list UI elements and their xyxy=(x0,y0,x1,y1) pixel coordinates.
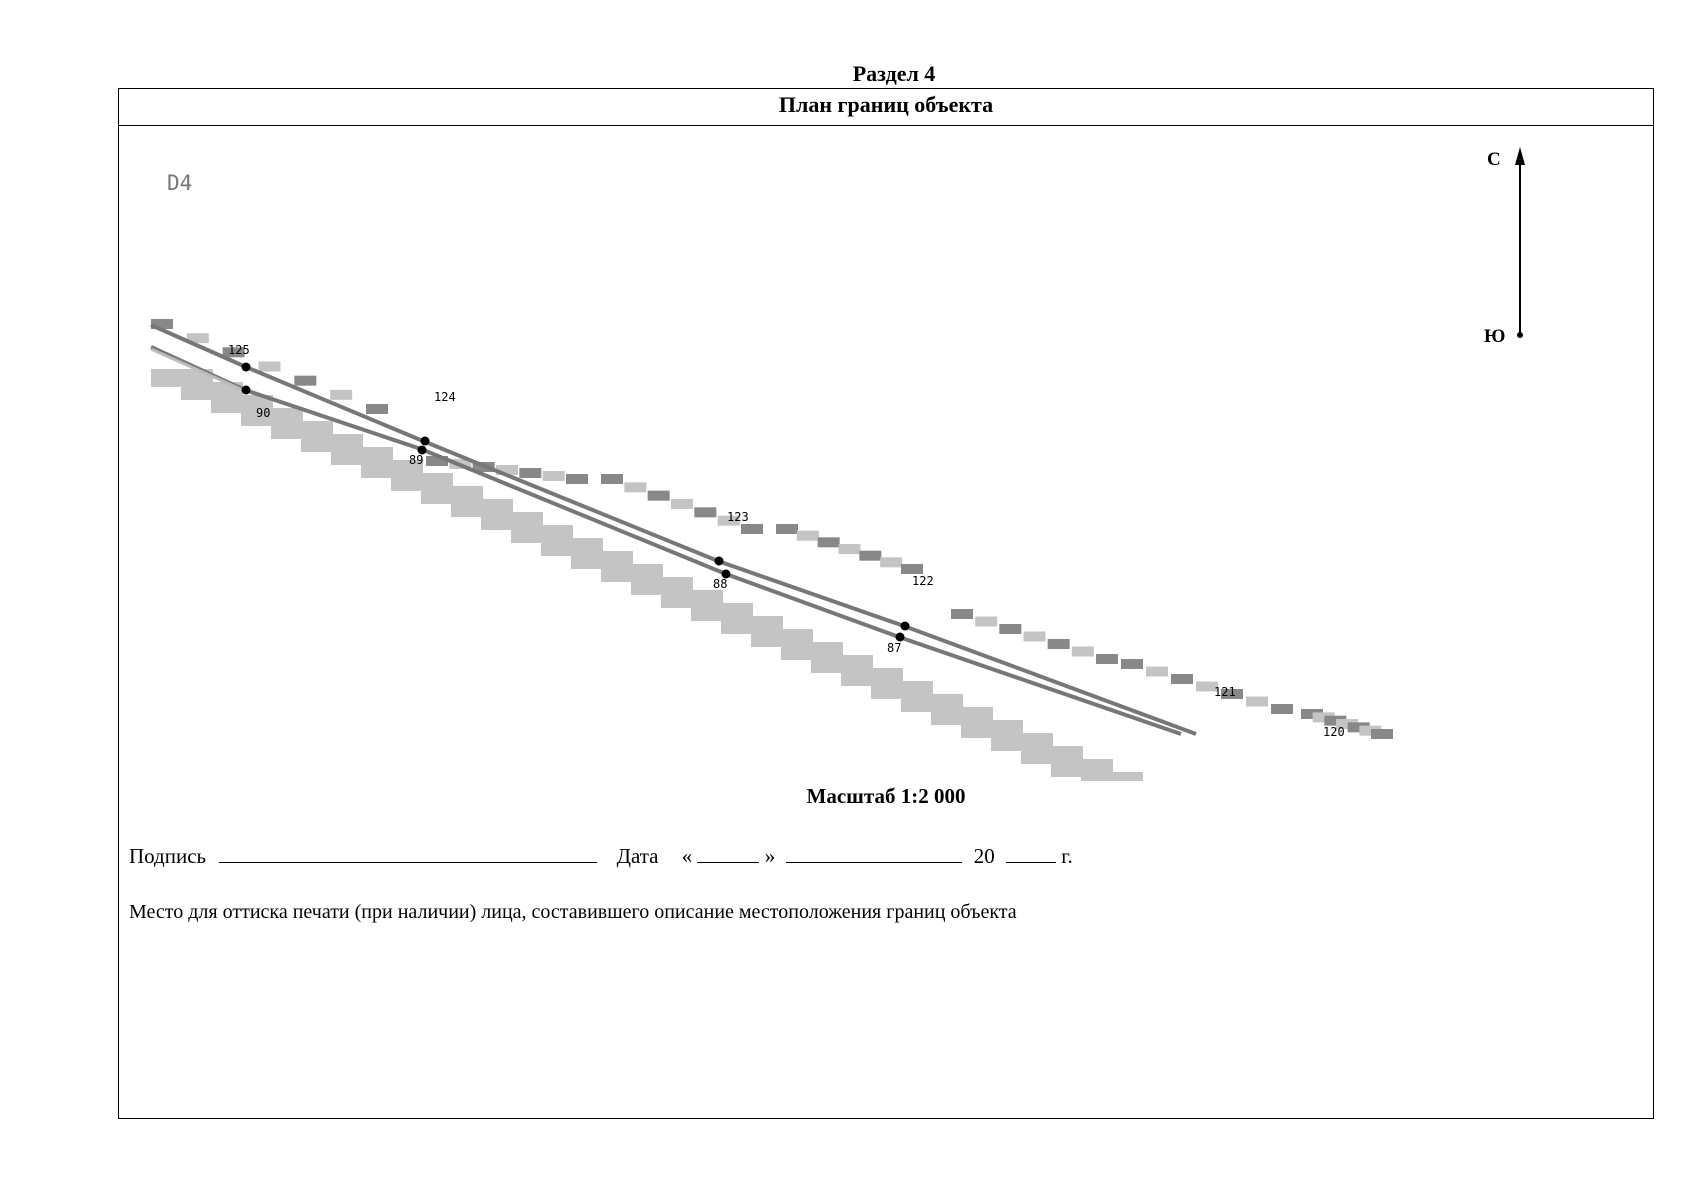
quote-close: » xyxy=(764,844,776,868)
point-label-120: 120 xyxy=(1323,725,1345,739)
parcel-strip-mark xyxy=(1246,696,1268,707)
parcel-strip-mark xyxy=(1301,709,1323,719)
parcel-strip-mark xyxy=(624,482,647,493)
parcel-strip-mark xyxy=(542,471,565,481)
boundary-line-extension xyxy=(150,347,246,393)
parcel-strip-mark xyxy=(1171,674,1193,684)
month-field[interactable] xyxy=(786,844,963,863)
boundary-point-90 xyxy=(241,385,251,395)
parcel-strip-mark xyxy=(1121,659,1143,669)
parcel-strip-mark xyxy=(186,333,209,344)
parcel-strip-mark xyxy=(1047,639,1070,649)
north-arrow-head xyxy=(1515,147,1525,165)
parcel-strip-mark xyxy=(426,456,448,466)
sheet-label: D4 xyxy=(167,171,193,195)
parcel-strip-mark xyxy=(1196,681,1218,692)
parcel-strip-mark xyxy=(1023,631,1046,642)
parcel-strip-mark xyxy=(694,507,717,518)
year-suffix: г. xyxy=(1061,844,1073,868)
point-label-88: 88 xyxy=(713,577,727,591)
parcel-strip-mark xyxy=(366,404,388,414)
boundary-point-123 xyxy=(714,556,724,566)
south-arrow-tail xyxy=(1517,332,1523,338)
boundary-point-122 xyxy=(900,621,910,631)
boundary-point-125 xyxy=(241,362,251,372)
plan-title: План границ объекта xyxy=(119,89,1653,126)
point-label-121: 121 xyxy=(1214,685,1236,699)
parcel-strip-mark xyxy=(817,537,840,548)
stamp-note: Место для оттиска печати (при наличии) л… xyxy=(129,901,1017,923)
signature-label: Подпись xyxy=(129,844,207,868)
point-label-87: 87 xyxy=(887,641,901,655)
point-label-122: 122 xyxy=(912,574,934,588)
parcel-strip-mark xyxy=(951,609,973,619)
year-prefix: 20 xyxy=(973,844,995,868)
date-label: Дата xyxy=(616,844,659,868)
boundary-point-88 xyxy=(721,569,731,579)
point-label-125: 125 xyxy=(228,343,250,357)
signature-row: Подпись Дата « » 20 г. xyxy=(129,844,1073,869)
parcel-strip-mark xyxy=(717,515,740,526)
point-label-90: 90 xyxy=(256,406,270,420)
boundary-point-87 xyxy=(895,632,905,642)
parcel-strip-mark xyxy=(1359,725,1382,736)
parcel-segment xyxy=(1081,772,1143,781)
parcel-strip-mark xyxy=(838,544,861,554)
compass-north-label: С xyxy=(1487,149,1501,170)
signature-field[interactable] xyxy=(219,844,598,863)
parcel-strip-mark xyxy=(1371,729,1393,739)
boundary-line-outer xyxy=(150,323,1197,736)
boundary-point-124 xyxy=(420,436,430,446)
parcel-strip-mark xyxy=(776,524,798,534)
parcel-strip-mark xyxy=(519,468,542,478)
parcel-strip-mark xyxy=(1336,719,1358,729)
map-canvas: 125 124 123 122 121 120 90 89 88 87 С Ю xyxy=(150,147,1525,781)
parcel-strip-mark xyxy=(1324,715,1347,726)
parcel-strip-mark xyxy=(258,361,281,372)
parcel-strip-mark xyxy=(671,499,693,509)
parcel-strip-mark xyxy=(901,564,923,574)
parcel-strip-mark xyxy=(647,490,670,501)
parcel-strip-mark xyxy=(1071,646,1094,657)
parcel-strip-mark xyxy=(859,550,882,561)
parcel-strip-mark xyxy=(330,389,353,400)
point-label-89: 89 xyxy=(409,453,423,467)
boundary-point-89 xyxy=(417,445,427,455)
parcel-strip-mark xyxy=(1271,704,1293,714)
parcel-strip-mark xyxy=(566,474,588,484)
parcel-strip-mark xyxy=(222,347,245,358)
parcel-strip-mark xyxy=(975,616,998,627)
compass-south-label: Ю xyxy=(1484,326,1505,347)
boundary-map: D4 125 124 123 122 121 120 90 89 88 87 С Ю xyxy=(121,129,1651,781)
year-field[interactable] xyxy=(1005,844,1056,863)
parcel-strip-mark xyxy=(496,465,518,475)
parcel-strip-mark xyxy=(1096,654,1118,664)
parcel-strip-mark xyxy=(999,624,1022,634)
scale-label: Масштаб 1:2 000 xyxy=(806,784,966,808)
parcel-strip-mark xyxy=(1347,722,1370,733)
point-label-123: 123 xyxy=(727,510,749,524)
parcel-strip-mark xyxy=(294,375,317,386)
quote-open: « xyxy=(681,844,693,868)
parcel-strip-mark xyxy=(1312,712,1335,723)
section-title: Раздел 4 xyxy=(852,61,936,86)
parcel-strip-mark xyxy=(601,474,623,484)
parcel-strip-mark xyxy=(796,530,819,541)
parcel-strip-mark xyxy=(741,524,763,534)
parcel-strip-mark xyxy=(1146,666,1168,677)
parcel-strip-mark xyxy=(1221,689,1243,699)
parcel-strip-mark xyxy=(151,319,173,329)
parcel-strip-mark xyxy=(880,557,903,568)
day-field[interactable] xyxy=(697,844,760,863)
point-label-124: 124 xyxy=(434,390,456,404)
